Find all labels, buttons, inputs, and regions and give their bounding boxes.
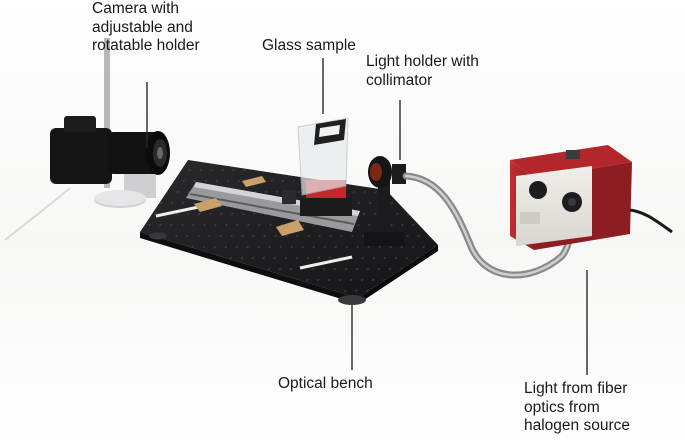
light-holder <box>364 156 406 246</box>
fiber-source-label: Light from fiber optics from halogen sou… <box>524 380 630 434</box>
glass-sample <box>297 117 349 196</box>
leader-lines <box>146 58 588 375</box>
camera-label: Camera with adjustable and rotatable hol… <box>92 0 200 54</box>
glass-sample-label: Glass sample <box>262 37 356 54</box>
camera-cable <box>4 187 71 241</box>
halogen-light-source <box>510 145 673 250</box>
light-holder-label: Light holder with collimator <box>366 53 479 89</box>
optical-bench-label: Optical bench <box>278 375 373 392</box>
